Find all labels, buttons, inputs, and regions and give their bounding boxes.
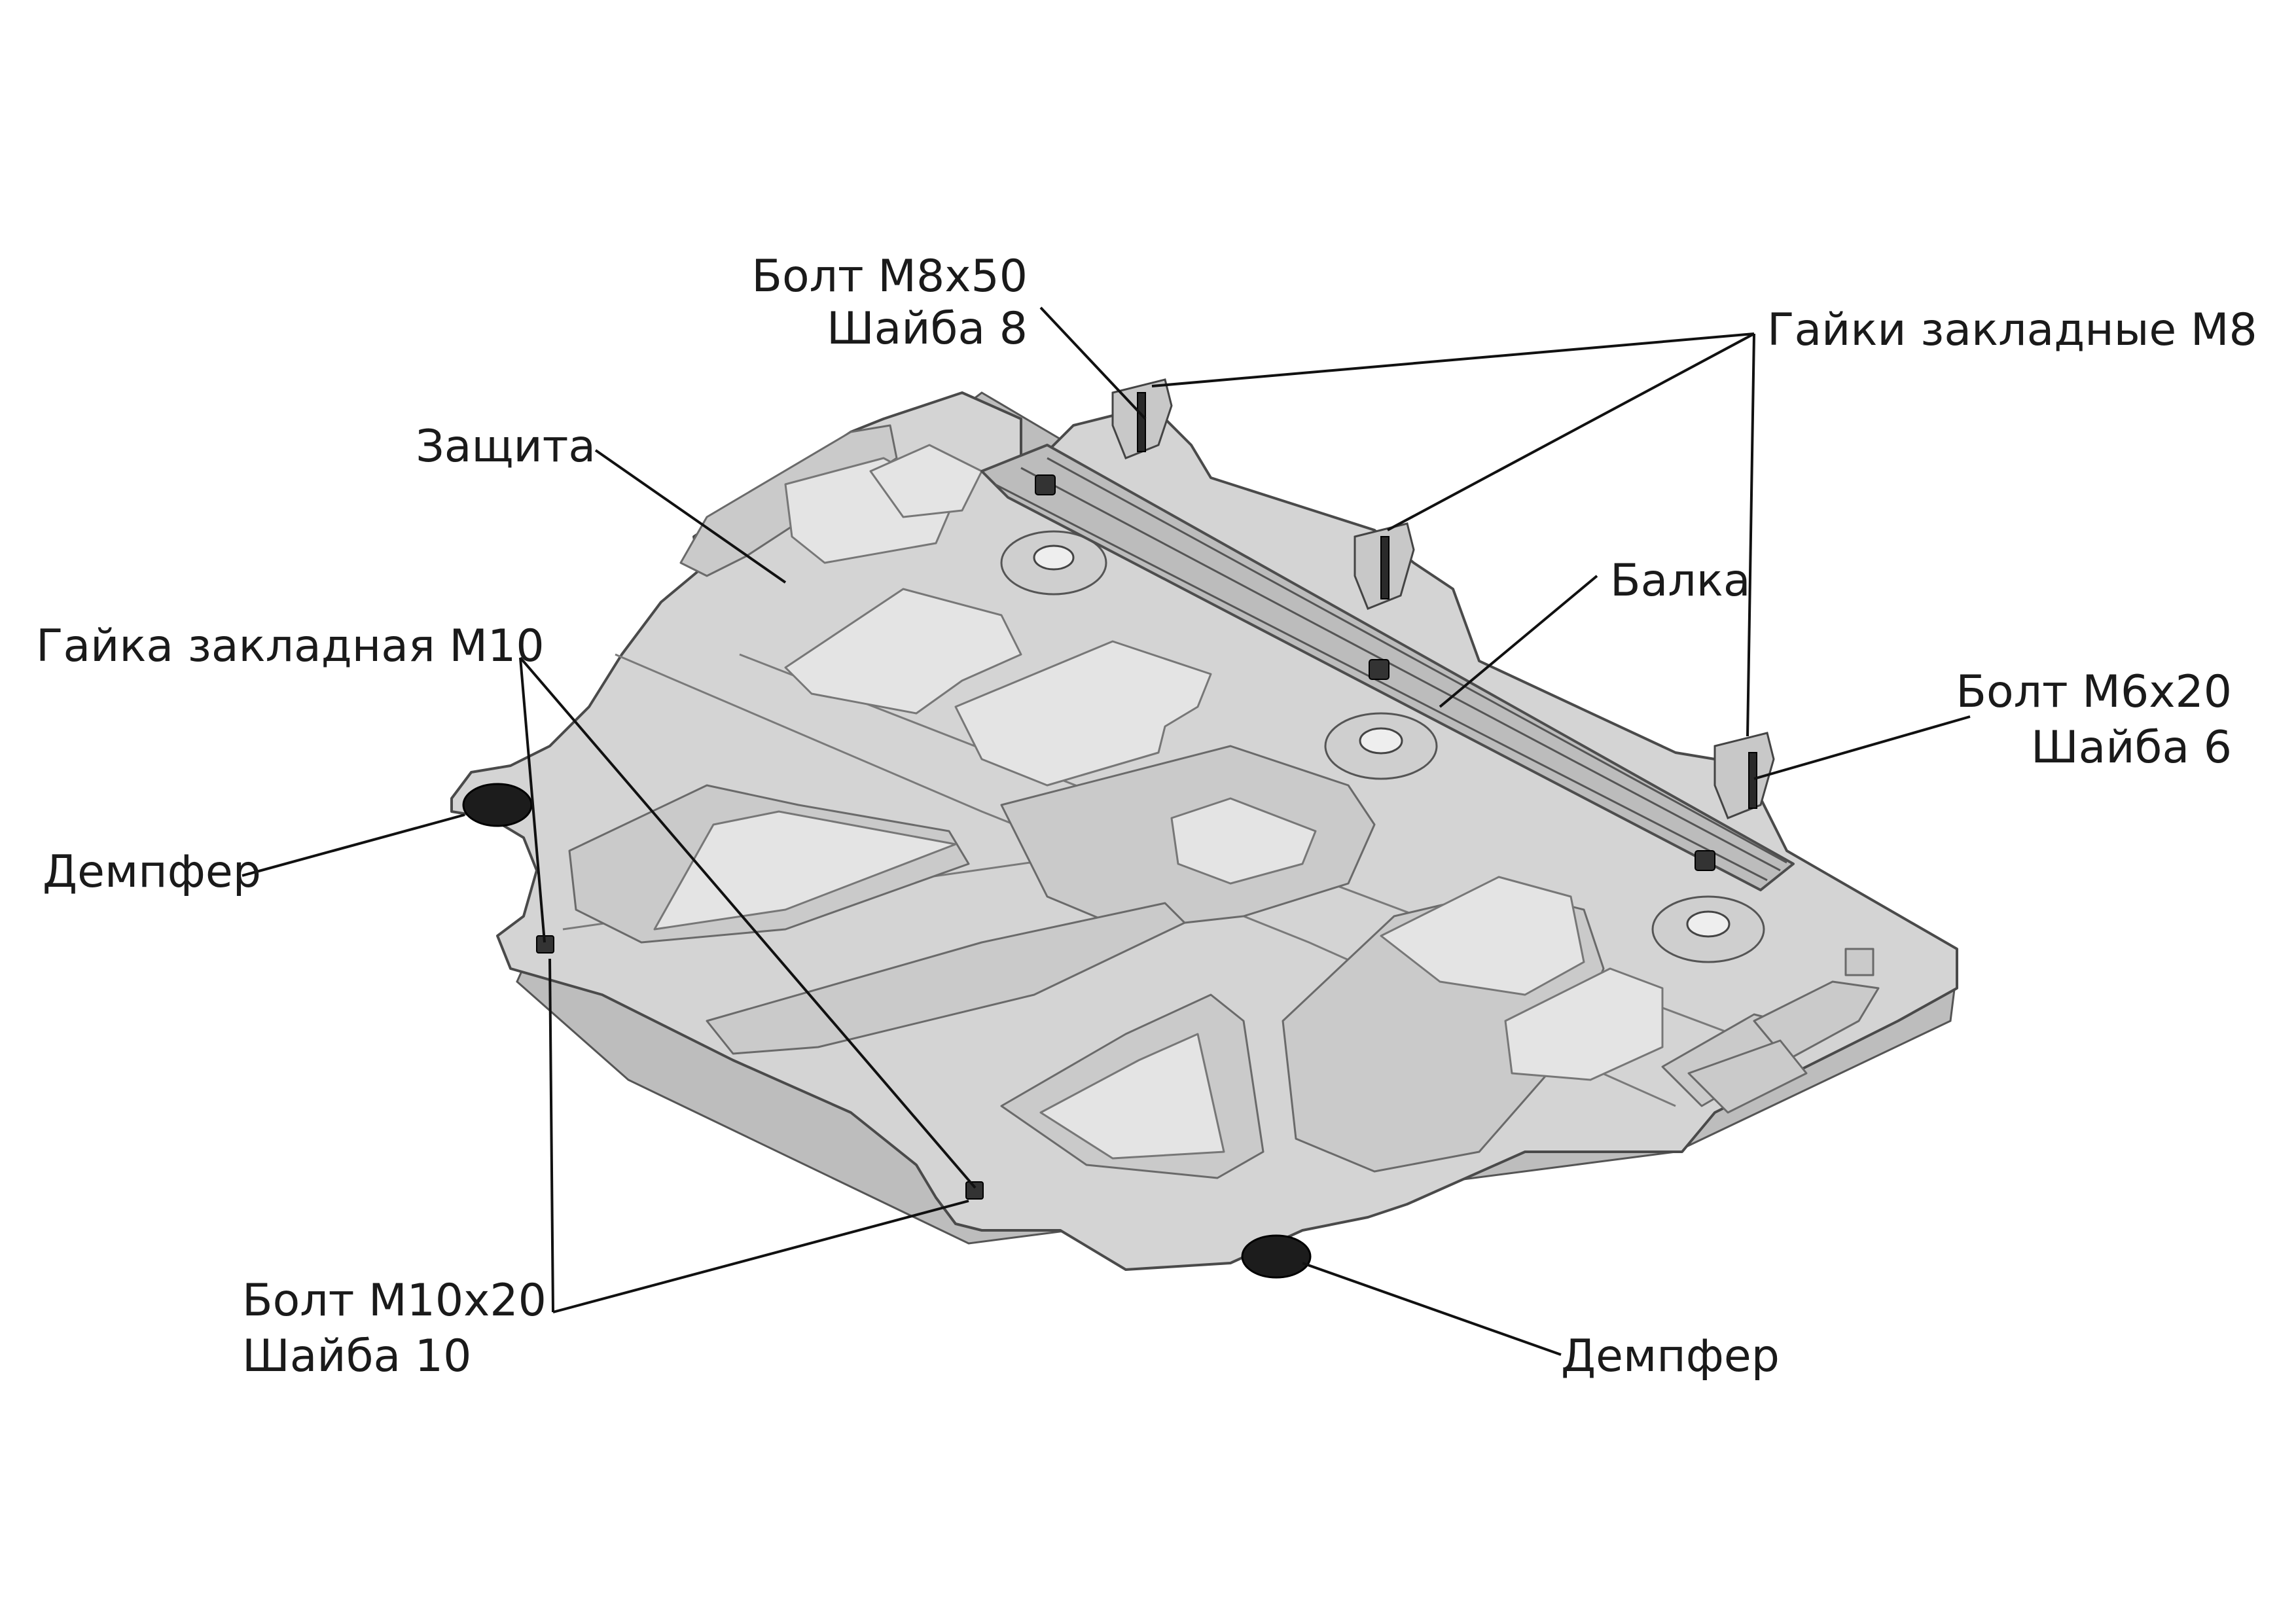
label-bolt-m10: Болт М10х20 bbox=[242, 1275, 547, 1327]
damper-bottom bbox=[1241, 1234, 1312, 1279]
embedded-nut-m8-2 bbox=[1369, 659, 1390, 680]
boss-3 bbox=[1651, 895, 1765, 963]
leader-damper-left bbox=[242, 813, 465, 877]
small-tab bbox=[1844, 948, 1874, 976]
label-washer-6: Шайба 6 bbox=[2031, 722, 2232, 774]
embedded-nut-m10-2 bbox=[965, 1181, 984, 1200]
bracket-mid bbox=[1354, 522, 1415, 610]
boss-2 bbox=[1324, 712, 1438, 780]
leader-beam bbox=[1439, 575, 1598, 708]
pocket-8 bbox=[1170, 797, 1317, 885]
bracket-rear bbox=[1713, 732, 1775, 819]
boss-1 bbox=[1000, 530, 1107, 596]
leader-bolt-m10-2 bbox=[552, 1200, 969, 1313]
label-protection: Защита bbox=[416, 421, 596, 473]
leader-bolt-m6 bbox=[1753, 715, 1971, 780]
label-bolt-m6: Болт М6х20 bbox=[1956, 666, 2232, 718]
pocket-2 bbox=[954, 640, 1212, 787]
label-washer-8: Шайба 8 bbox=[827, 303, 1028, 355]
leader-nuts-3 bbox=[1746, 333, 1755, 737]
embedded-nut-m8-3 bbox=[1695, 850, 1715, 871]
bolt-m6 bbox=[1748, 752, 1757, 809]
bolt-m8-2 bbox=[1380, 536, 1390, 599]
label-nuts-m8: Гайки закладные М8 bbox=[1767, 304, 2257, 356]
leader-protection bbox=[594, 449, 787, 584]
label-damper-bottom: Демпфер bbox=[1561, 1330, 1780, 1382]
leader-nut-m10-1 bbox=[519, 657, 546, 943]
leader-bolt-m10-1 bbox=[548, 958, 554, 1313]
callout-labels: Болт М8х50 Шайба 8 Гайки закладные М8 За… bbox=[36, 251, 2257, 1382]
pocket-13 bbox=[1380, 876, 1585, 996]
label-bolt-m8: Болт М8х50 bbox=[751, 251, 1028, 302]
leader-damper-bottom bbox=[1302, 1262, 1562, 1356]
pocket-1 bbox=[784, 588, 1022, 715]
leader-lines bbox=[242, 306, 1971, 1356]
pocket-11 bbox=[1039, 1033, 1225, 1160]
leader-nut-m10-2 bbox=[519, 656, 977, 1189]
label-beam: Балка bbox=[1610, 555, 1751, 607]
label-nut-m10: Гайка закладная М10 bbox=[36, 620, 545, 672]
rear-vent-3 bbox=[1687, 1039, 1808, 1114]
pocket-14 bbox=[1504, 967, 1664, 1081]
leader-bolt-m8 bbox=[1039, 306, 1147, 420]
label-damper-left: Демпфер bbox=[43, 846, 261, 898]
bolt-m8-1 bbox=[1137, 392, 1146, 452]
leader-nuts-2 bbox=[1387, 332, 1755, 531]
pocket-4 bbox=[869, 444, 983, 518]
label-washer-10: Шайба 10 bbox=[242, 1330, 471, 1382]
damper-left bbox=[462, 783, 533, 827]
leader-nuts-1 bbox=[1151, 332, 1755, 387]
embedded-nut-m8-1 bbox=[1035, 474, 1056, 495]
